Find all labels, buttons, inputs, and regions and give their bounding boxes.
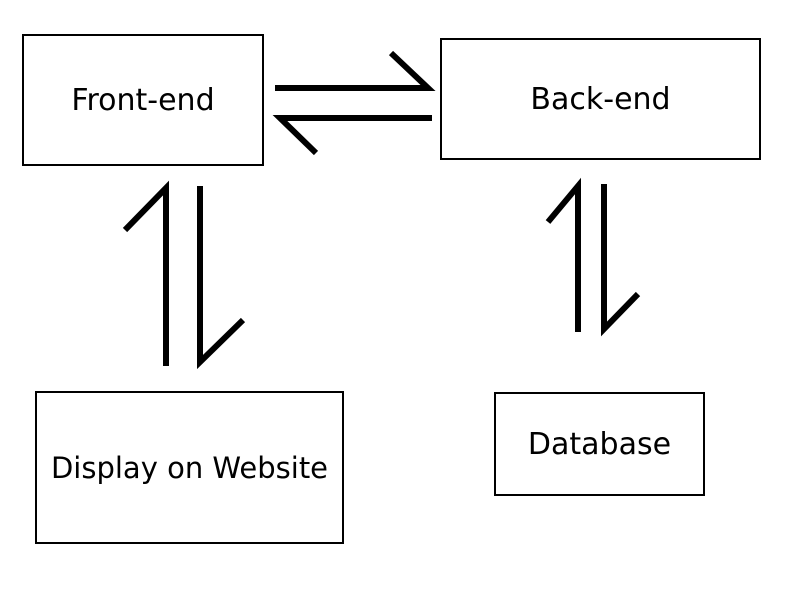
harpoon-left [272, 115, 432, 156]
display-on-website-box: Display on Website [35, 391, 344, 544]
backend-box: Back-end [440, 38, 761, 160]
database-label: Database [527, 426, 672, 462]
harpoon-up [122, 180, 169, 366]
database-box: Database [494, 392, 705, 496]
frontend-box: Front-end [22, 34, 264, 166]
harpoon-up [545, 177, 581, 332]
backend-label: Back-end [530, 81, 671, 117]
harpoon-right [275, 50, 436, 91]
frontend-label: Front-end [71, 82, 215, 118]
harpoon-down [197, 186, 246, 370]
harpoon-down [601, 184, 641, 337]
display-on-website-label: Display on Website [50, 450, 329, 485]
